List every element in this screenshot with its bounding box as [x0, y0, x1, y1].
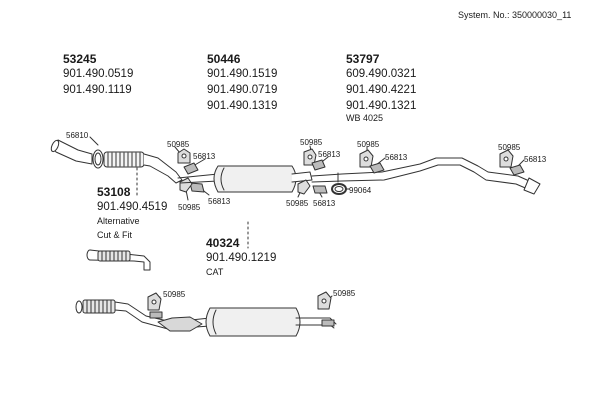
part-note: Alternative	[97, 216, 140, 226]
bracket-50985	[303, 148, 317, 166]
oem-number: 901.490.0519	[63, 68, 134, 80]
part-note: Cut & Fit	[97, 230, 133, 240]
bracket-50985	[177, 148, 191, 164]
callout-clamp: 56813	[208, 197, 231, 206]
callout-gasket: 56810	[66, 131, 89, 140]
part-number-50446: 50446	[207, 52, 241, 66]
clamp-56813	[189, 182, 205, 193]
ring-99064	[331, 183, 347, 195]
bracket-50985	[359, 149, 374, 168]
rear-pipe-53797	[311, 157, 541, 195]
oem-number: 901.490.0719	[207, 84, 278, 96]
system-number: System. No.: 350000030_11	[458, 10, 572, 20]
leader-line	[89, 136, 99, 146]
part-number-40324: 40324	[206, 236, 240, 250]
bracket-50985	[179, 177, 193, 193]
callout-bracket: 50985	[357, 140, 380, 149]
part-number-53797: 53797	[346, 52, 380, 66]
bracket-50985	[297, 179, 311, 195]
bracket-50985	[147, 292, 163, 319]
oem-number: 609.490.0321	[346, 68, 417, 80]
callout-clamp: 56813	[524, 155, 547, 164]
callout-bracket: 50985	[300, 138, 323, 147]
callout-bracket: 50985	[333, 289, 356, 298]
oem-number: 901.490.4519	[97, 201, 168, 213]
oem-number: 901.490.1119	[63, 84, 132, 96]
part-note: WB 4025	[346, 113, 384, 123]
callout-clamp: 56813	[313, 199, 336, 208]
oem-number: 901.490.4221	[346, 84, 417, 96]
callout-ring: 99064	[349, 186, 372, 195]
callout-bracket: 50985	[178, 203, 201, 212]
part-number-53108: 53108	[97, 185, 131, 199]
front-pipe-53245	[50, 139, 183, 184]
bracket-50985	[317, 291, 335, 327]
alternative-pipe-53108	[86, 249, 151, 271]
callout-bracket: 50985	[167, 140, 190, 149]
callout-bracket: 50985	[286, 199, 309, 208]
oem-number: 901.490.1219	[206, 252, 277, 264]
oem-number: 901.490.1321	[346, 100, 417, 112]
callout-bracket: 50985	[498, 143, 521, 152]
clamp-56813	[369, 162, 385, 174]
clamp-56813	[311, 159, 326, 171]
part-number-53245: 53245	[63, 52, 97, 66]
part-note: CAT	[206, 267, 224, 277]
bracket-50985	[499, 149, 514, 168]
callout-bracket: 50985	[163, 290, 186, 299]
silencer-50446	[177, 165, 313, 193]
callout-clamp: 56813	[318, 150, 341, 159]
oem-number: 901.490.1319	[207, 100, 278, 112]
clamp-56813	[183, 162, 199, 175]
callout-clamp: 56813	[193, 152, 216, 161]
cat-system-40324	[75, 299, 337, 337]
clamp-56813	[509, 164, 525, 176]
oem-number: 901.490.1519	[207, 68, 278, 80]
clamp-56813	[312, 185, 328, 194]
callout-clamp: 56813	[385, 153, 408, 162]
